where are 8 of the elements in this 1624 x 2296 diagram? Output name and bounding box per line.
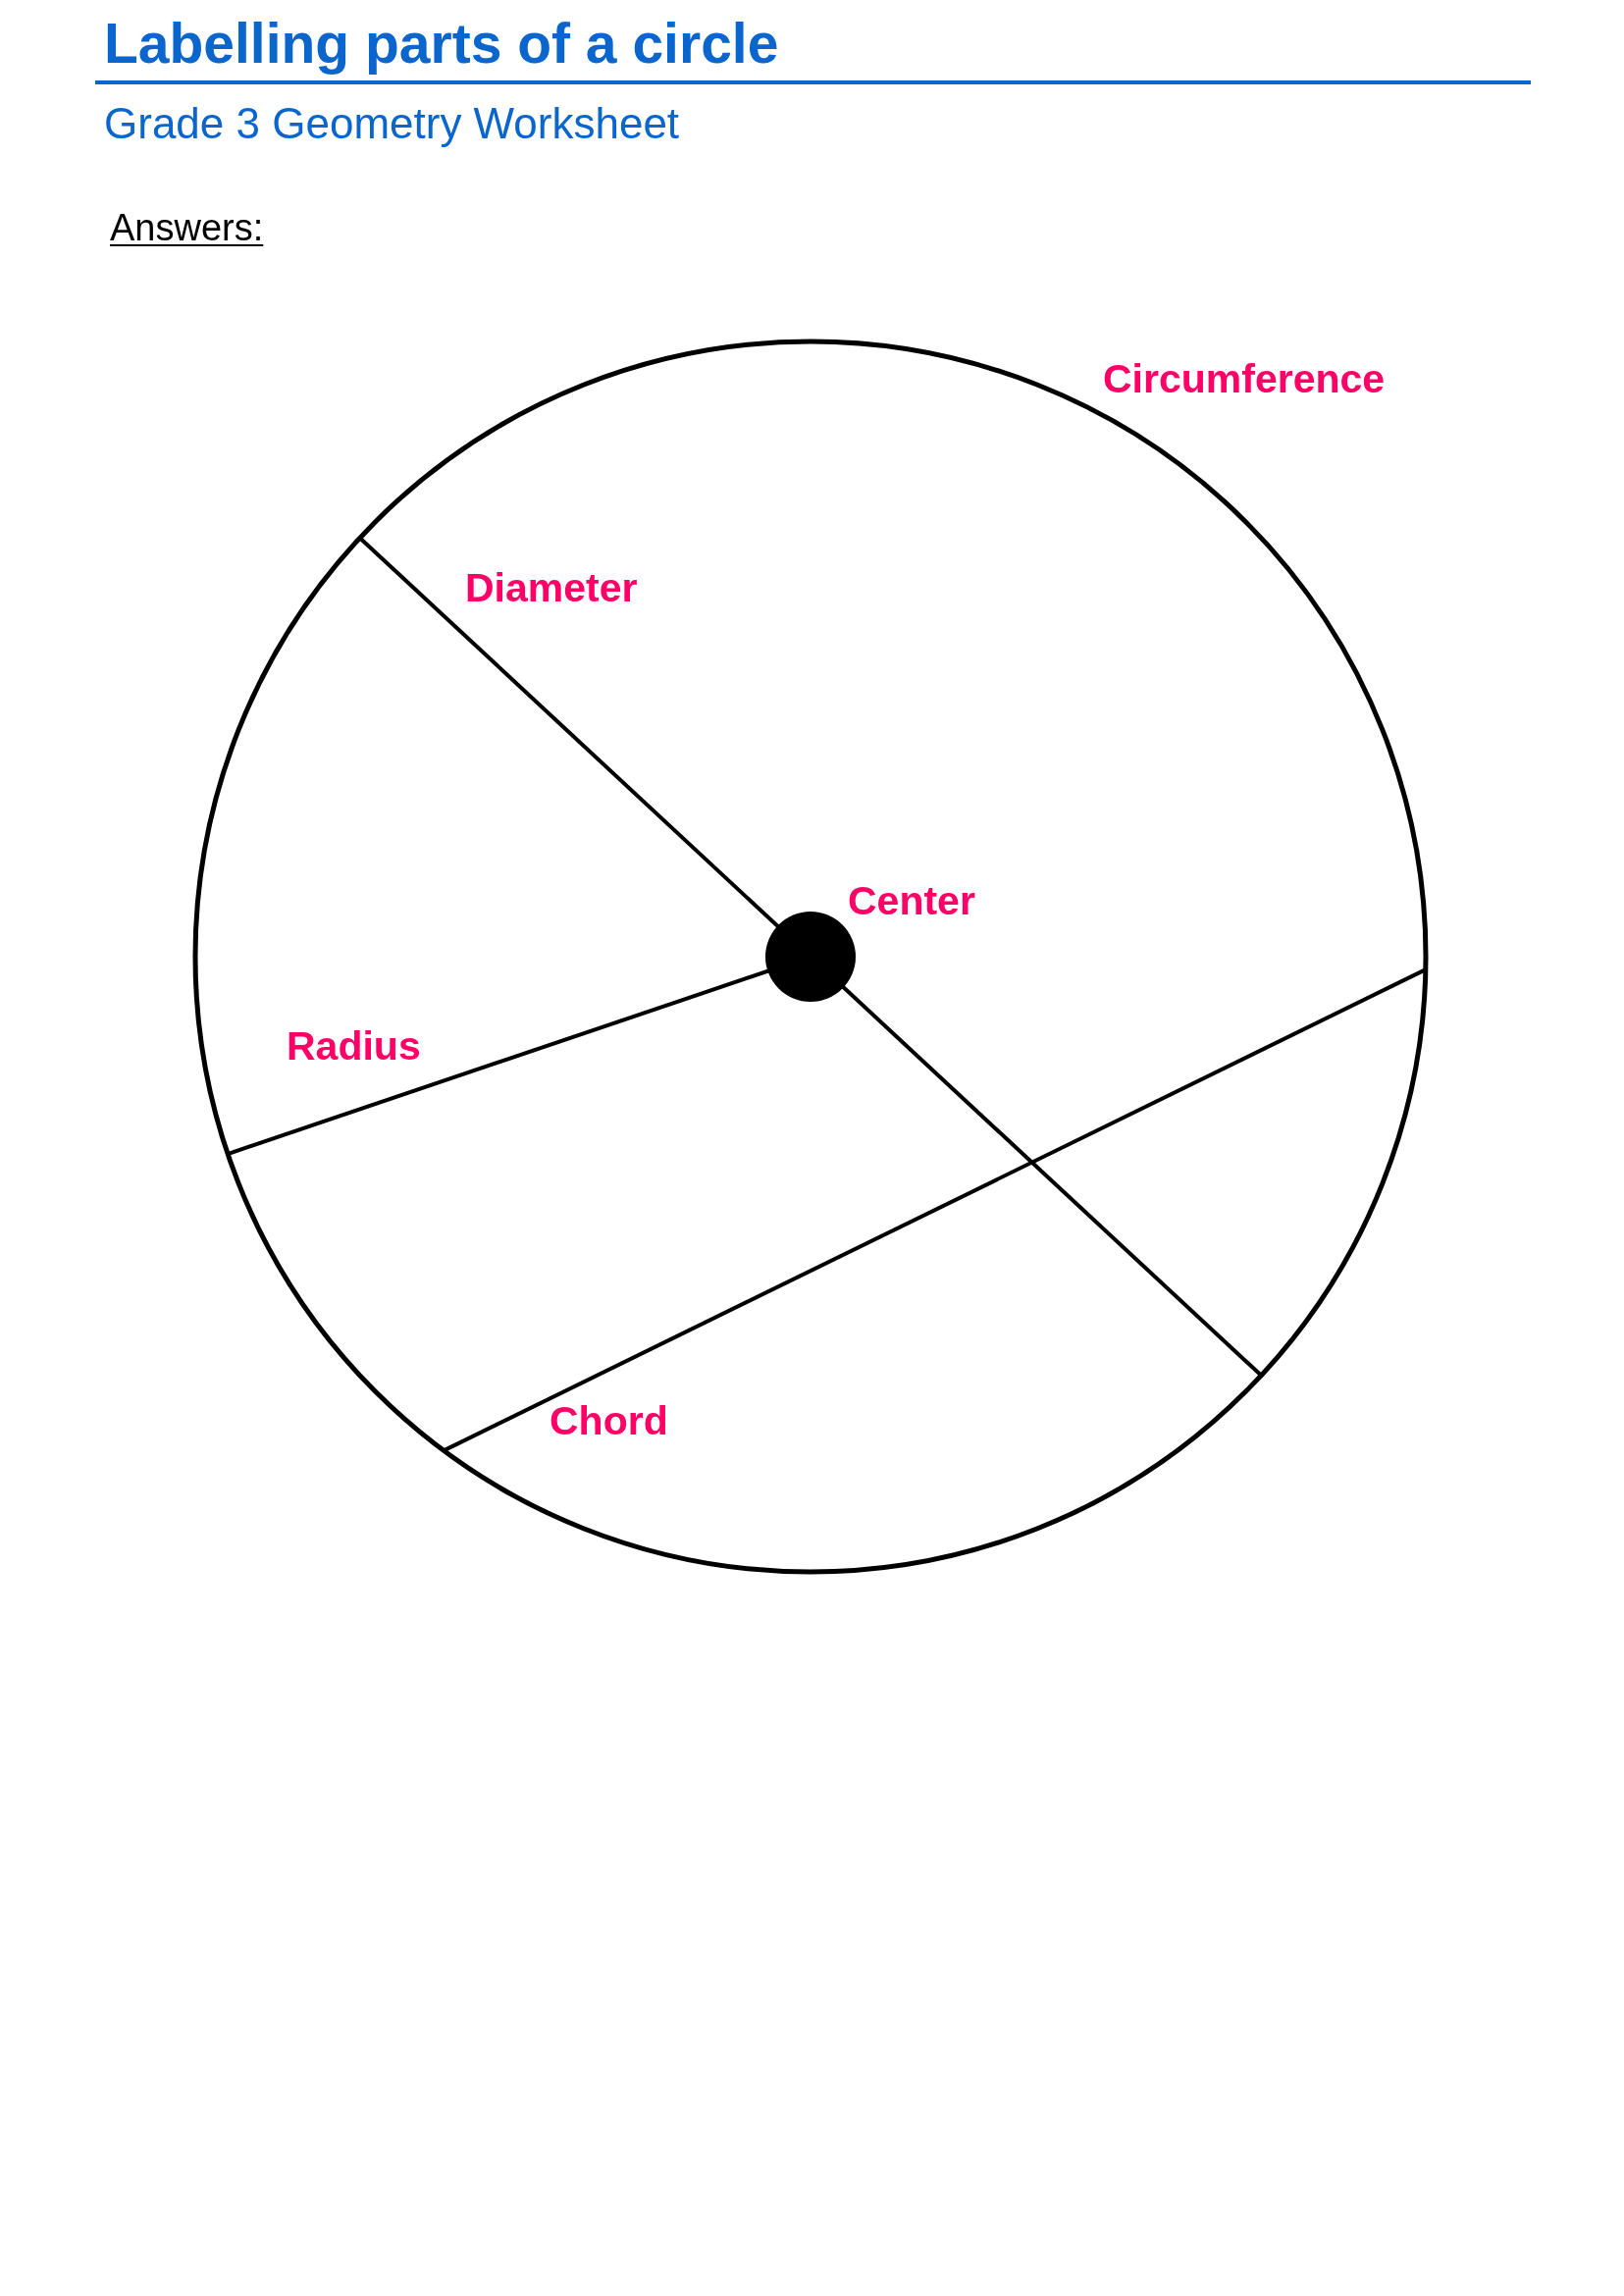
part-label: Center — [848, 877, 975, 925]
part-label: Diameter — [465, 564, 638, 612]
part-label: Radius — [287, 1022, 421, 1070]
title: Labelling parts of a circle — [104, 11, 779, 77]
part-label: Circumference — [1103, 355, 1386, 403]
subtitle: Grade 3 Geometry Worksheet — [104, 98, 680, 149]
answers-heading: Answers: — [110, 206, 264, 250]
part-label: Chord — [550, 1397, 668, 1445]
